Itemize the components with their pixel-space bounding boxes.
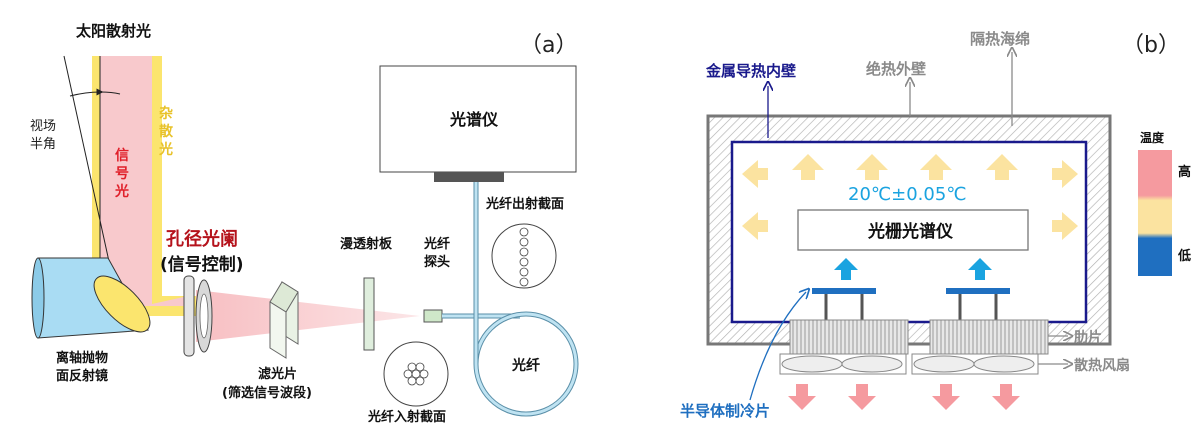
mirror-label-1: 离轴抛物 xyxy=(56,350,108,366)
heat-sink-fins-1 xyxy=(789,319,909,355)
fiber-in-label: 光纤入射截面 xyxy=(367,409,446,425)
tec-plate-2 xyxy=(946,288,1010,294)
aperture-hole xyxy=(199,293,209,339)
fiber-label: 光纤 xyxy=(511,357,540,374)
fiber-out-label: 光纤出射截面 xyxy=(485,196,564,212)
panel-b-label: （b） xyxy=(1122,33,1180,58)
panel-a-label: （a） xyxy=(520,33,577,58)
aperture-subtitle: (信号控制) xyxy=(160,254,244,275)
mirror-label-2: 面反射镜 xyxy=(56,368,108,384)
fiber-in-cores xyxy=(403,362,429,386)
legend-low: 低 xyxy=(1177,248,1191,264)
grating-spectrometer-label: 光栅光谱仪 xyxy=(867,221,954,242)
heat-flow-arrows xyxy=(742,154,1078,240)
aperture-title: 孔径光阑 xyxy=(166,228,238,250)
fov-angle-arc-2 xyxy=(99,91,121,95)
inner-wall-label: 金属导热内壁 xyxy=(705,62,796,80)
fiber-in-section xyxy=(383,341,449,407)
sponge-label: 隔热海绵 xyxy=(970,30,1030,48)
fins-label: 肋片 xyxy=(1074,329,1102,346)
tec-arrow xyxy=(749,292,806,401)
legend-high: 高 xyxy=(1178,164,1191,180)
fov-angle-arc xyxy=(69,88,104,97)
aperture-disk xyxy=(183,275,195,357)
signal-light-char-1: 信 xyxy=(115,147,129,164)
fan-label: 散热风扇 xyxy=(1074,357,1130,374)
diffuser-label: 漫透射板 xyxy=(340,236,393,252)
tec-plate-1 xyxy=(812,288,876,294)
signal-light-band xyxy=(100,56,188,306)
fov-label-2: 半角 xyxy=(30,137,56,152)
fiber-out-cores xyxy=(519,227,529,287)
signal-light-char-3: 光 xyxy=(114,183,129,200)
panel-b: （b） 金属导热内壁 绝热外壁 隔热海绵 20℃±0.05℃ 光栅光谱仪 xyxy=(680,30,1191,420)
heat-sink-fins-2 xyxy=(929,319,1049,355)
signal-light-char-2: 号 xyxy=(115,166,129,182)
fiber-probe xyxy=(423,309,443,323)
temperature-label: 20℃±0.05℃ xyxy=(848,184,967,205)
mirror-reflective-face xyxy=(93,275,151,333)
probe-label-2: 探头 xyxy=(424,254,450,270)
stray-light-char-1: 杂 xyxy=(159,106,173,122)
grating-spectrometer-box xyxy=(797,209,1029,251)
spectrometer-box xyxy=(379,65,577,173)
panel-a: （a） 太阳散射光 视场 半角 信 号 光 杂 散 光 离轴抛物 面反射镜 孔径… xyxy=(30,22,579,425)
sky-light-label: 太阳散射光 xyxy=(76,22,151,40)
signal-beam xyxy=(196,290,420,342)
spectrometer-label: 光谱仪 xyxy=(449,110,499,129)
mirror-back-face xyxy=(31,257,45,339)
diffuser-plate xyxy=(363,277,375,351)
filter-side xyxy=(269,301,287,359)
outer-wall-label: 绝热外壁 xyxy=(866,60,926,78)
stray-light-char-3: 光 xyxy=(158,141,173,158)
fiber-connector xyxy=(434,172,504,182)
probe-label-1: 光纤 xyxy=(423,236,450,252)
cold-flow-arrows xyxy=(834,258,992,280)
stray-light-char-2: 散 xyxy=(159,123,174,140)
fan-blades xyxy=(781,355,1035,373)
filter-label-1: 滤光片 xyxy=(258,366,297,382)
legend-title: 温度 xyxy=(1140,130,1165,145)
filter-label-2: (筛选信号波段) xyxy=(222,385,312,401)
fov-label-1: 视场 xyxy=(30,119,56,134)
temperature-legend-bar xyxy=(1138,150,1172,276)
exhaust-arrows xyxy=(788,384,1020,410)
tec-label: 半导体制冷片 xyxy=(680,402,770,420)
